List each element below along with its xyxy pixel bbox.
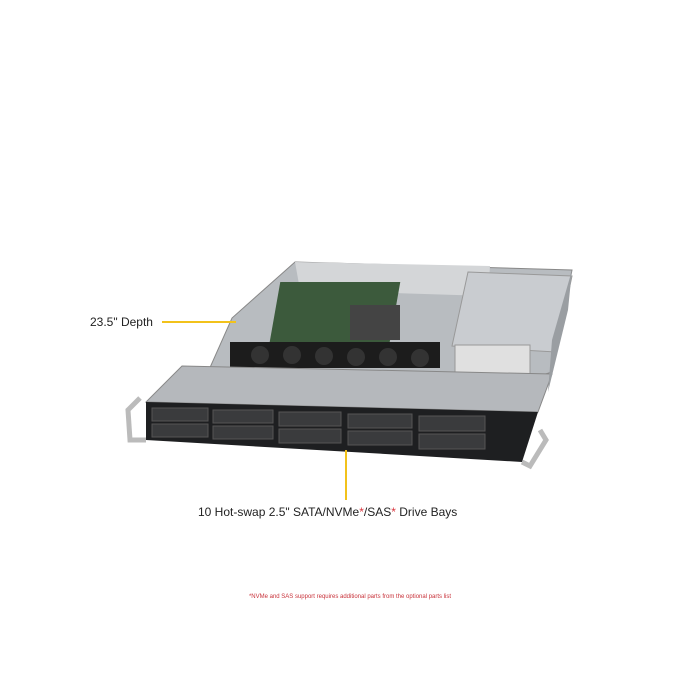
right-handle <box>520 428 549 470</box>
asterisk: * <box>391 505 396 519</box>
drive-bays-text: /SAS <box>363 505 392 519</box>
drive-bays-text: 10 Hot-swap 2.5" SATA/NVMe <box>198 505 360 519</box>
depth-label: 23.5" Depth <box>90 315 153 329</box>
drive-bays-text: Drive Bays <box>395 505 458 519</box>
heatsink <box>350 305 400 340</box>
left-handle <box>125 396 146 443</box>
drive-bays <box>151 407 486 450</box>
drive-bays-label: 10 Hot-swap 2.5" SATA/NVMe*/SAS* Drive B… <box>198 505 457 519</box>
riser-card <box>454 344 531 376</box>
asterisk: * <box>359 505 364 519</box>
side-panel <box>548 270 572 392</box>
fans <box>230 342 440 368</box>
footnote: *NVMe and SAS support requires additiona… <box>248 594 452 600</box>
